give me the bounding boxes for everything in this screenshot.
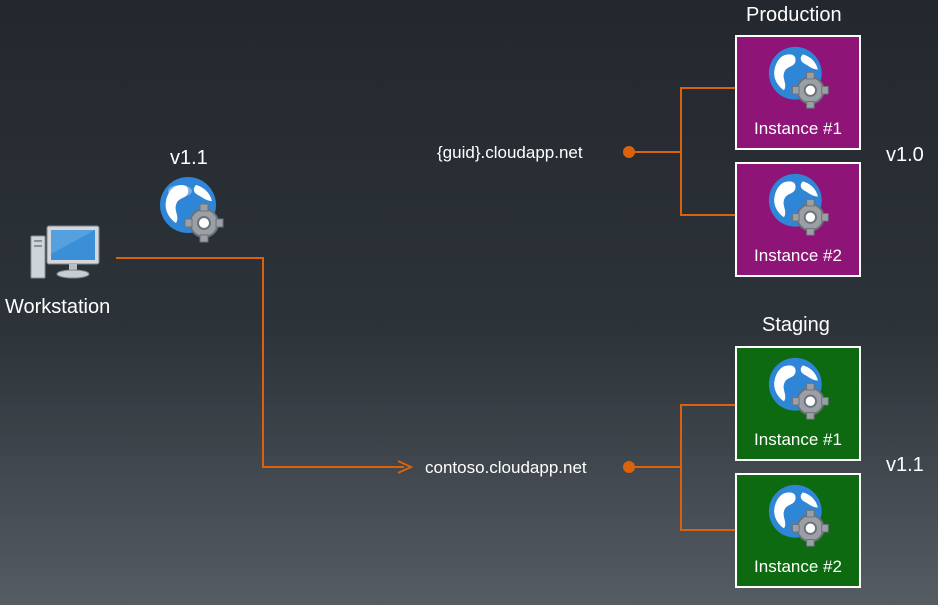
instance-label: Instance #1	[754, 119, 842, 138]
arrowhead-icon	[397, 460, 414, 474]
staging-title: Staging	[762, 314, 830, 336]
staging-branch	[680, 404, 736, 531]
production-title: Production	[746, 4, 842, 26]
staging-endpoint-dot	[623, 461, 635, 473]
production-branch	[680, 87, 736, 216]
workstation-node: Workstation	[0, 220, 130, 325]
staging-version-label: v1.1	[886, 454, 924, 476]
workstation-label: Workstation	[5, 296, 111, 318]
instance-label: Instance #2	[754, 557, 842, 576]
globe-gear-icon	[768, 46, 829, 109]
production-instance-2: Instance #2	[735, 162, 861, 277]
production-version-label: v1.0	[886, 144, 924, 166]
production-instance-1: Instance #1	[735, 35, 861, 150]
staging-instance-2: Instance #2	[735, 473, 861, 588]
globe-gear-icon	[160, 177, 224, 243]
globe-gear-icon	[768, 484, 829, 547]
workstation-icon	[30, 225, 100, 279]
globe-gear-icon	[768, 357, 829, 420]
production-endpoint-dot	[623, 146, 635, 158]
deploy-connector	[116, 257, 404, 468]
globe-gear-icon	[768, 173, 829, 236]
package-version-label: v1.1	[170, 147, 208, 169]
instance-label: Instance #2	[754, 246, 842, 265]
instance-label: Instance #1	[754, 430, 842, 449]
staging-url: contoso.cloudapp.net	[425, 458, 587, 477]
staging-instance-1: Instance #1	[735, 346, 861, 461]
production-url: {guid}.cloudapp.net	[437, 143, 583, 162]
